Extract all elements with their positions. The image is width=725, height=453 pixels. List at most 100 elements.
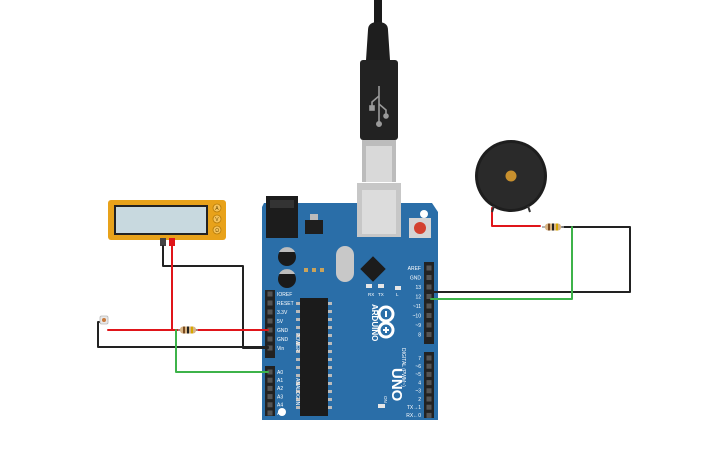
multimeter-screen: [116, 207, 206, 233]
pin-label: A4: [277, 403, 283, 409]
usb-plug-icon: [369, 86, 389, 128]
resistor-ldr-divider[interactable]: [178, 326, 198, 334]
capacitor: [278, 247, 296, 266]
power-header-title: POWER: [294, 333, 300, 352]
resistor-buzzer[interactable]: [542, 223, 564, 231]
pin-label: ~11: [413, 304, 421, 310]
pin-label: 5V: [277, 319, 284, 325]
pin-label: IOREF: [277, 292, 292, 298]
header-pin-ioref[interactable]: [267, 291, 273, 297]
pin-label: 12: [415, 294, 421, 300]
header-pin-vin[interactable]: [267, 345, 273, 351]
meter-probe-red[interactable]: [169, 238, 175, 246]
pin-label: RESET: [277, 301, 294, 307]
pin-label: A1: [277, 378, 283, 384]
multimeter[interactable]: A V Ω: [108, 200, 226, 246]
analog-header: [265, 366, 275, 416]
multimeter-mode-buttons[interactable]: A V Ω: [212, 203, 222, 235]
header-pin-3[interactable]: [426, 388, 432, 394]
pin-label: 2: [418, 397, 421, 403]
header-pin-a5[interactable]: [267, 410, 273, 416]
pin-label: 3.3V: [277, 310, 288, 316]
pin-label: GND: [277, 328, 289, 334]
pin-label: 7: [418, 356, 421, 362]
meter-probe-black[interactable]: [160, 238, 166, 246]
digital-header-top: [424, 262, 434, 344]
voltage-regulator: [305, 220, 323, 234]
pin-label: 4: [418, 380, 421, 386]
header-pin-8[interactable]: [426, 332, 432, 337]
header-pin-10[interactable]: [426, 313, 432, 318]
analog-header-title: ANALOG IN: [294, 378, 300, 406]
buzzer-center-dot: [505, 170, 517, 182]
photoresistor[interactable]: [99, 315, 109, 325]
l-led-label: L: [396, 292, 399, 297]
digital-header-title: DIGITAL (PWM~): [400, 348, 406, 387]
header-pin-rx0[interactable]: [426, 412, 432, 418]
arduino-brand-text: ARDUINO: [370, 304, 379, 341]
arduino-infinity-logo-icon: [377, 305, 395, 339]
pin-label: TX→1: [407, 405, 421, 411]
ammeter-mode-key[interactable]: A: [215, 206, 219, 212]
header-pin-5[interactable]: [426, 371, 432, 377]
pin-label: GND: [277, 337, 289, 343]
header-pin-11[interactable]: [426, 303, 432, 309]
pin-label: ~9: [415, 323, 421, 329]
usb-cable[interactable]: [360, 0, 398, 182]
header-pin-gnd[interactable]: [267, 327, 273, 333]
voltmeter-mode-key[interactable]: V: [215, 217, 219, 223]
header-pin-a4[interactable]: [267, 402, 273, 408]
header-pin-gnd[interactable]: [267, 336, 273, 342]
header-pin-33v[interactable]: [267, 309, 273, 315]
capacitor: [278, 269, 296, 288]
uno-model-text: UNO: [388, 368, 405, 402]
header-pin-7[interactable]: [426, 355, 432, 361]
wire-buzzer-to-gnd[interactable]: [430, 226, 631, 293]
header-pin-gnd[interactable]: [426, 275, 432, 280]
header-pin-a2[interactable]: [267, 385, 273, 391]
arduino-uno-board[interactable]: RX TX L ON ARDUINO UNO: [262, 183, 438, 420]
wire-a0-sensor[interactable]: [175, 329, 269, 373]
header-pin-aref[interactable]: [426, 265, 432, 271]
header-pin-12[interactable]: [426, 294, 432, 299]
header-pin-a3[interactable]: [267, 394, 273, 400]
pin-label: ~5: [415, 372, 421, 378]
power-header: [265, 290, 275, 358]
mounting-hole: [420, 210, 428, 218]
header-pin-reset[interactable]: [267, 300, 273, 306]
header-pin-4[interactable]: [426, 380, 432, 386]
header-pin-13[interactable]: [426, 284, 432, 290]
wire-buzzer-positive[interactable]: [491, 207, 541, 227]
mounting-hole: [278, 408, 286, 416]
header-pin-a1[interactable]: [267, 377, 273, 383]
usb-chip: [360, 256, 386, 282]
pin-label: ~10: [413, 313, 422, 319]
pin-label: ~3: [415, 389, 421, 395]
pin-label: AREF: [408, 266, 421, 272]
ohmmeter-mode-key[interactable]: Ω: [215, 228, 219, 234]
pin-label: A0: [277, 370, 283, 376]
on-led-label: ON: [383, 396, 388, 403]
pin-label: GND: [410, 275, 422, 281]
wire-pin13-to-buzzer[interactable]: [430, 226, 573, 300]
rx-led-label: RX: [368, 292, 374, 297]
power-pins: IOREF RESET 3.3V 5V GND GND Vin: [267, 291, 294, 352]
header-pin-a0[interactable]: [267, 369, 273, 375]
header-pin-tx1[interactable]: [426, 404, 432, 410]
on-led: [378, 404, 385, 408]
piezo-buzzer[interactable]: [475, 140, 547, 213]
atmega-microcontroller: [300, 298, 328, 416]
header-pin-6[interactable]: [426, 363, 432, 369]
pin-label: 8: [418, 332, 421, 338]
tx-led-label: TX: [378, 292, 384, 297]
header-pin-2[interactable]: [426, 396, 432, 402]
pin-label: A5: [277, 411, 283, 417]
pin-label: Vin: [277, 346, 284, 352]
wire-meter-to-gnd[interactable]: [162, 245, 269, 349]
header-pin-5v[interactable]: [267, 318, 273, 324]
header-pin-9[interactable]: [426, 322, 432, 328]
